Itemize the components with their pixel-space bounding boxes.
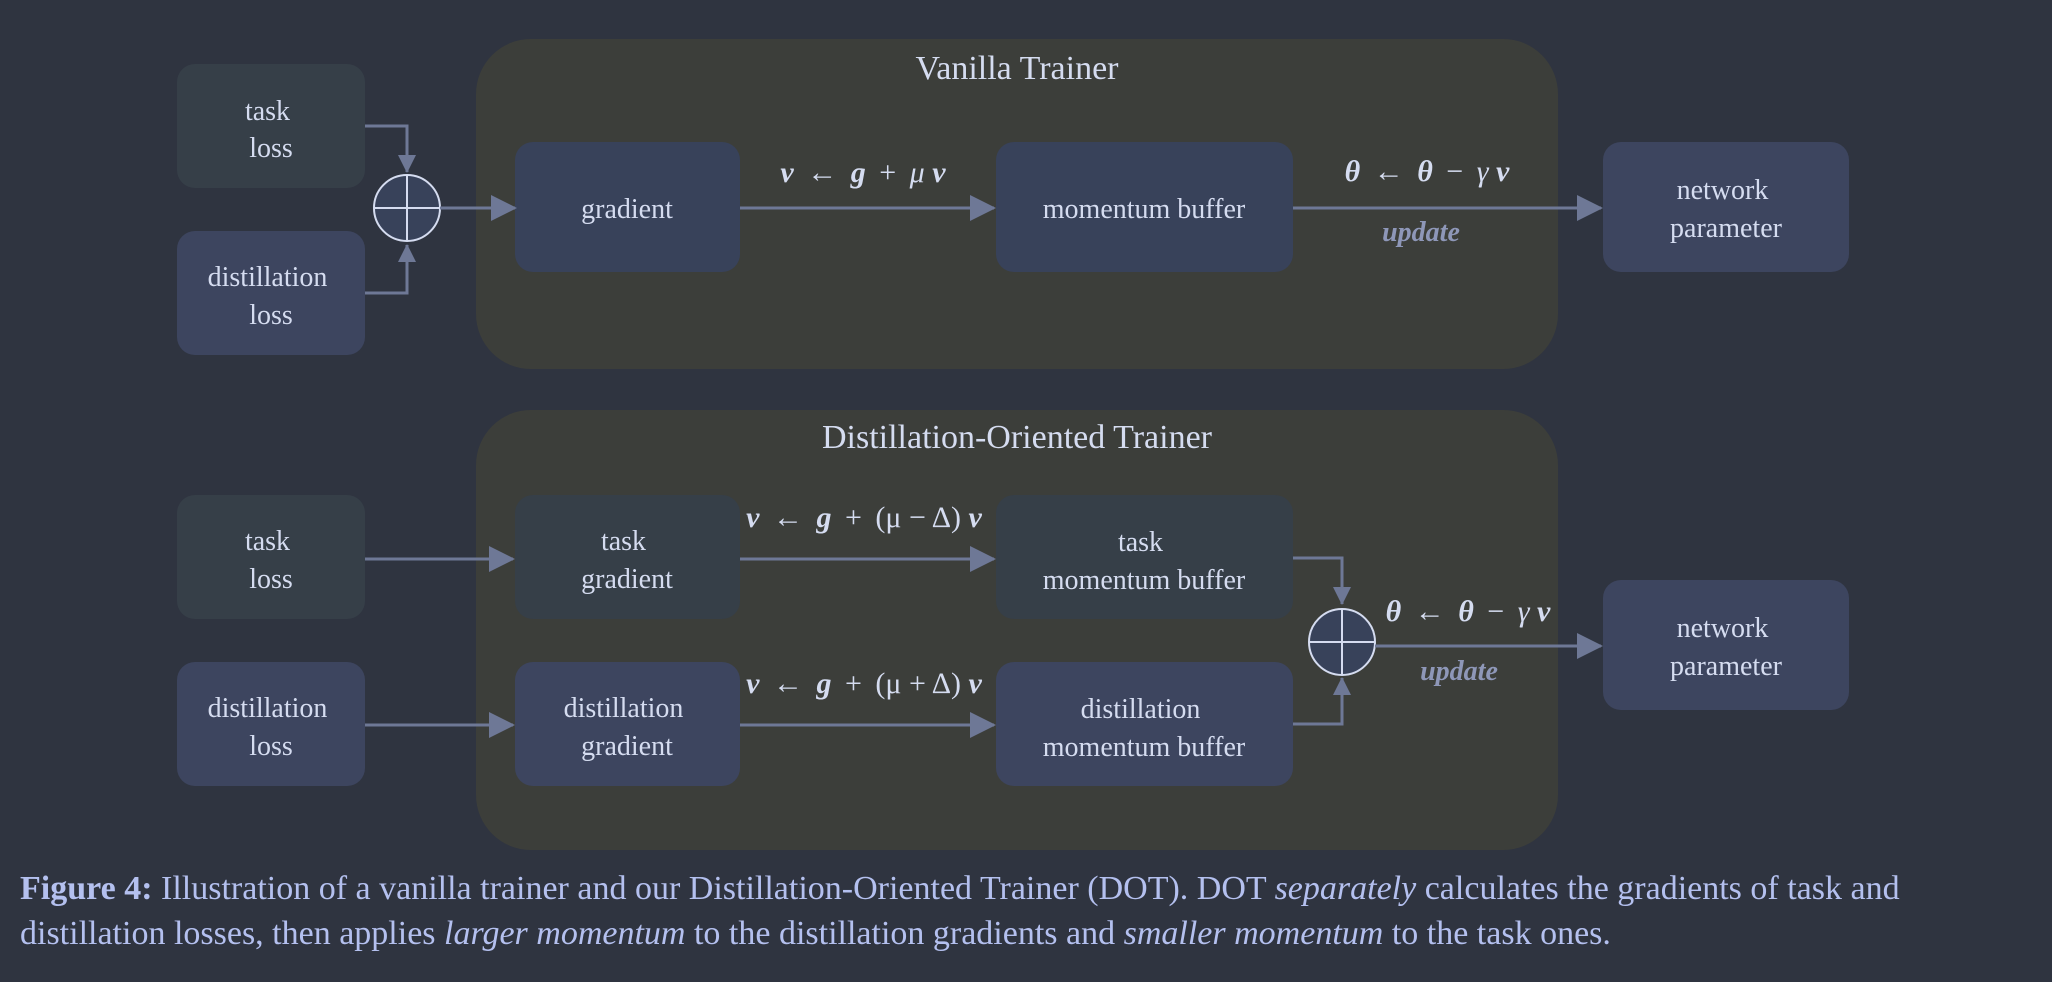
caption-emphasis: separately	[1274, 870, 1417, 907]
dot-task-buffer-arrow	[1293, 556, 1351, 605]
vanilla-momentum-equation: v ← g + μ v	[780, 156, 946, 189]
dot-task-momentum-buffer-box	[996, 495, 1293, 619]
vanilla-task-loss-label: task loss	[245, 96, 297, 164]
vanilla-network-parameter-label: network parameter	[1670, 175, 1783, 244]
vanilla-momentum-buffer-box	[996, 142, 1293, 272]
figure-caption: Figure 4: Illustration of a vanilla trai…	[20, 866, 2035, 956]
caption-text: calculates the gradients of task and dis…	[20, 870, 1900, 952]
vanilla-distillation-loss-label: distillation loss	[208, 262, 335, 331]
dot-task-loss-label: task loss	[245, 526, 297, 595]
vanilla-momentum-buffer-label: momentum buffer	[1043, 194, 1246, 225]
dot-distillation-momentum-buffer-label: distillation momentum buffer	[1043, 694, 1246, 763]
caption-emphasis: larger momentum	[444, 915, 686, 952]
caption-text: to the task ones.	[1383, 915, 1611, 952]
vanilla-task-loss-box	[177, 64, 365, 188]
dot-distillation-momentum-equation: v ← g + (μ + Δ) v	[746, 667, 982, 700]
dot-distillation-gradient-box	[515, 662, 740, 786]
dot-network-parameter-label: network parameter	[1670, 613, 1783, 682]
vanilla-task-loss-arrow	[365, 124, 416, 173]
dot-task-momentum-buffer-label: task momentum buffer	[1043, 527, 1246, 596]
dot-task-momentum-equation: v ← g + (μ − Δ) v	[746, 501, 982, 534]
vanilla-network-parameter-box	[1603, 142, 1849, 272]
dot-task-loss-box	[177, 495, 365, 619]
dot-task-gradient-box	[515, 495, 740, 619]
dot-task-gradient-label: task gradient	[581, 526, 673, 595]
caption-emphasis: smaller momentum	[1123, 915, 1384, 952]
caption-text: to the distillation gradients and	[685, 915, 1124, 952]
vanilla-distillation-loss-box	[177, 231, 365, 355]
dot-distillation-buffer-arrow	[1293, 677, 1351, 726]
dot-update-label: update	[1420, 656, 1498, 687]
vanilla-distillation-loss-arrow	[365, 244, 416, 295]
circle-plus-icon	[1308, 608, 1376, 676]
trainer-diagram: Vanilla Trainer task loss distillation l…	[177, 39, 1849, 850]
dot-network-parameter-box	[1603, 580, 1849, 710]
vanilla-update-equation: θ ← θ − γ v	[1345, 155, 1510, 188]
dot-distillation-loss-box	[177, 662, 365, 786]
dot-distillation-loss-label: distillation loss	[208, 693, 335, 762]
vanilla-gradient-box	[515, 142, 740, 272]
figure-label: Figure 4:	[20, 870, 153, 907]
circle-plus-icon	[373, 174, 441, 242]
vanilla-gradient-label: gradient	[581, 194, 673, 225]
dot-update-equation: θ ← θ − γ v	[1386, 595, 1551, 628]
vanilla-update-label: update	[1382, 217, 1460, 248]
caption-text: Illustration of a vanilla trainer and ou…	[152, 870, 1275, 907]
dot-trainer-title: Distillation-Oriented Trainer	[822, 419, 1213, 456]
dot-distillation-momentum-buffer-box	[996, 662, 1293, 786]
dot-distillation-gradient-label: distillation gradient	[564, 693, 691, 762]
vanilla-trainer-title: Vanilla Trainer	[915, 50, 1119, 87]
